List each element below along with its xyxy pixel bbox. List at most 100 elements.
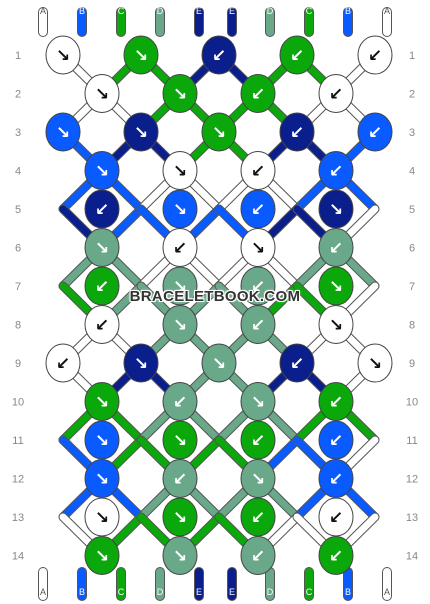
knot-direction-arrow-icon: ↘ <box>95 547 109 567</box>
knot: ↙ <box>318 497 354 537</box>
knot-direction-arrow-icon: ↙ <box>329 470 343 490</box>
knot-direction-arrow-icon: ↘ <box>95 239 109 259</box>
knot-direction-arrow-icon: ↙ <box>251 85 265 105</box>
top-string-letter: C <box>118 6 125 16</box>
knot: ↙ <box>279 112 315 152</box>
knot: ↘ <box>318 305 354 344</box>
knot: ↙ <box>357 112 393 152</box>
knot-body <box>162 536 198 575</box>
knot: ↙ <box>279 343 315 383</box>
knot: ↙ <box>201 35 237 75</box>
knot: ↘ <box>162 536 198 575</box>
knot: ↙ <box>162 228 198 267</box>
top-string-letter: D <box>267 6 274 16</box>
knot: ↙ <box>318 420 354 460</box>
knot-direction-arrow-icon: ↘ <box>329 200 343 220</box>
knot: ↙ <box>162 459 198 498</box>
top-string-letter: B <box>345 6 351 16</box>
knot-body <box>240 536 276 575</box>
knot: ↘ <box>240 459 276 498</box>
knot-direction-arrow-icon: ↘ <box>173 508 187 528</box>
knot-direction-arrow-icon: ↙ <box>251 316 265 336</box>
knot-direction-arrow-icon: ↙ <box>56 354 70 374</box>
knot: ↙ <box>84 305 120 344</box>
knot-direction-arrow-icon: ↘ <box>95 162 109 182</box>
knot-body <box>279 112 315 152</box>
bottom-string-letter: A <box>384 587 390 597</box>
knot: ↙ <box>240 189 276 229</box>
knot-direction-arrow-icon: ↘ <box>173 277 187 297</box>
knot: ↙ <box>240 74 276 113</box>
knot-body <box>201 343 237 383</box>
row-number-right: 4 <box>409 166 415 178</box>
knot-body <box>240 74 276 113</box>
knot-direction-arrow-icon: ↘ <box>95 85 109 105</box>
row-number-left: 11 <box>12 435 23 447</box>
knot: ↙ <box>279 35 315 75</box>
row-number-left: 5 <box>15 204 21 216</box>
knot: ↘ <box>84 459 120 498</box>
row-number-right: 6 <box>409 243 415 255</box>
knot: ↙ <box>84 189 120 229</box>
knot-direction-arrow-icon: ↘ <box>173 200 187 220</box>
knot: ↘ <box>318 189 354 229</box>
top-string-letter: C <box>306 6 313 16</box>
row-number-right: 11 <box>406 435 417 447</box>
knot-direction-arrow-icon: ↘ <box>95 431 109 451</box>
row-number-right: 5 <box>409 204 415 216</box>
knot: ↘ <box>162 420 198 460</box>
bottom-string-letter: C <box>118 587 125 597</box>
row-number-right: 13 <box>406 512 418 524</box>
knot: ↘ <box>84 420 120 460</box>
knot-direction-arrow-icon: ↘ <box>134 46 148 66</box>
knot-body <box>240 305 276 344</box>
knot: ↙ <box>318 536 354 575</box>
knot-direction-arrow-icon: ↘ <box>134 123 148 143</box>
knot: ↘ <box>318 266 354 306</box>
knot: ↘ <box>123 112 159 152</box>
knot-direction-arrow-icon: ↙ <box>329 393 343 413</box>
knot: ↙ <box>240 151 276 190</box>
knot: ↙ <box>318 228 354 267</box>
knot-body <box>84 74 120 113</box>
knot: ↘ <box>240 382 276 421</box>
knot-direction-arrow-icon: ↙ <box>173 393 187 413</box>
row-number-left: 1 <box>15 50 21 62</box>
knot: ↘ <box>84 536 120 575</box>
knot-body <box>45 343 81 383</box>
knot-body <box>84 536 120 575</box>
knot-direction-arrow-icon: ↘ <box>329 316 343 336</box>
top-string-letter: B <box>79 6 85 16</box>
knot: ↘ <box>84 382 120 421</box>
bottom-string-letter: B <box>345 587 351 597</box>
knot-layer: ↘↘↙↙↙↘↘↙↙↘↘↘↙↙↘↘↙↙↙↘↙↘↘↙↘↙↙↘↙↘↙↘↙↘↙↘↘↙↘↘… <box>45 35 393 575</box>
knot-body <box>357 35 393 75</box>
knot: ↙ <box>240 497 276 537</box>
knot-direction-arrow-icon: ↘ <box>173 162 187 182</box>
knot-body <box>279 343 315 383</box>
knot-direction-arrow-icon: ↙ <box>95 200 109 220</box>
knot-body <box>162 74 198 113</box>
knot-body <box>201 112 237 152</box>
knot-body <box>201 35 237 75</box>
knot: ↙ <box>162 382 198 421</box>
knot: ↙ <box>240 305 276 344</box>
row-number-left: 3 <box>15 127 21 139</box>
knot-body <box>123 343 159 383</box>
knot: ↘ <box>201 112 237 152</box>
row-number-left: 8 <box>15 320 21 332</box>
knot: ↙ <box>318 459 354 498</box>
row-number-left: 10 <box>12 397 24 409</box>
knot: ↘ <box>162 305 198 344</box>
knot: ↘ <box>162 189 198 229</box>
row-number-right: 2 <box>409 89 415 101</box>
knot-direction-arrow-icon: ↙ <box>251 162 265 182</box>
knot-direction-arrow-icon: ↙ <box>251 200 265 220</box>
bottom-string-letter: E <box>196 587 202 597</box>
knot-direction-arrow-icon: ↘ <box>251 239 265 259</box>
knot-direction-arrow-icon: ↙ <box>329 508 343 528</box>
bottom-string-letter: E <box>229 587 235 597</box>
knot-direction-arrow-icon: ↘ <box>173 431 187 451</box>
knot: ↘ <box>84 74 120 113</box>
